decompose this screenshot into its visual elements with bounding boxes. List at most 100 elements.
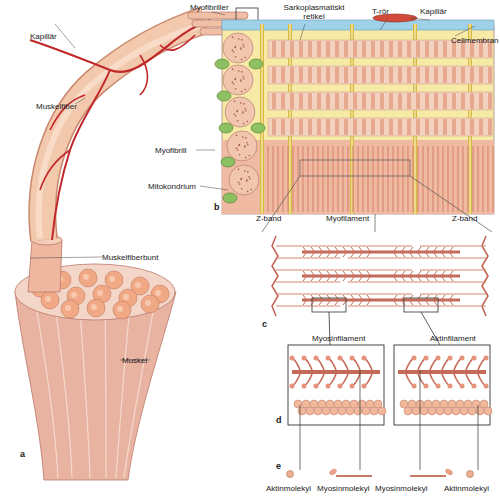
- muscle-body: [15, 264, 176, 480]
- myofibril-cross-sections: [242, 76, 244, 78]
- sarcomere-filaments: [434, 271, 437, 281]
- panel-letter: d: [276, 416, 282, 425]
- myofibril-pattern: [407, 93, 411, 109]
- sarcomere-filaments: [450, 271, 453, 281]
- myofibril-pattern: [317, 146, 318, 212]
- myofibril-pattern: [327, 146, 328, 212]
- part-label: Kapillär: [420, 7, 447, 16]
- part-label: Sarkoplasmatiskt retikel: [278, 3, 350, 21]
- sarcomere-filaments: [319, 295, 322, 305]
- part-label: Cellmembran: [451, 36, 499, 45]
- filament-detail: [290, 356, 295, 361]
- filament-detail: [364, 358, 372, 386]
- myofibril-cross-sections: [236, 135, 238, 137]
- sarcomere-filaments: [302, 275, 460, 278]
- filament-detail: [352, 358, 360, 386]
- panel-letter: c: [262, 320, 267, 329]
- sarcomere-filaments: [276, 294, 486, 306]
- myofibril-cross-sections: [223, 65, 253, 95]
- filament-detail: [338, 407, 346, 415]
- myofibril-pattern: [482, 146, 483, 212]
- filament-detail: [362, 384, 367, 389]
- filament-detail: [314, 384, 319, 389]
- part-label: Z-band: [256, 214, 281, 223]
- part-label: Myofibrill: [155, 146, 187, 155]
- filament-detail: [484, 407, 492, 415]
- myofibril-pattern: [457, 146, 458, 212]
- sarcomere-filaments: [327, 271, 330, 281]
- sarcomere-filaments: [351, 271, 354, 281]
- myofibril-pattern: [281, 119, 285, 135]
- filament-detail: [448, 356, 453, 361]
- myofibril-pattern: [416, 67, 420, 83]
- myofibril-pattern: [492, 146, 493, 212]
- myofibril-pattern: [287, 146, 288, 212]
- myofibril-pattern: [272, 93, 276, 109]
- myofibril-pattern: [353, 41, 357, 57]
- myofibril-cross-sections: [245, 89, 247, 91]
- myofibril-pattern: [389, 119, 393, 135]
- myofibril-pattern: [326, 93, 330, 109]
- filament-detail: [338, 384, 343, 389]
- myofibril-pattern: [371, 41, 375, 57]
- filament-detail: [354, 407, 362, 415]
- filament-detail: [366, 400, 374, 408]
- sarcomere-filaments: [351, 247, 354, 257]
- myofibril-pattern: [371, 67, 375, 83]
- sarcomere-filaments: [394, 247, 397, 257]
- myofibril-pattern: [380, 41, 384, 57]
- myofibril-pattern: [362, 119, 366, 135]
- myofibril-pattern: [462, 146, 463, 212]
- myofibril-pattern: [317, 67, 321, 83]
- myofibril-pattern: [470, 119, 474, 135]
- sarcomere-filaments: [303, 271, 306, 281]
- myofibril-pattern: [268, 92, 492, 110]
- myofibril-pattern: [362, 41, 366, 57]
- filament-detail: [412, 384, 417, 389]
- sarcomere-filaments: [351, 295, 354, 305]
- myofibril-pattern: [377, 146, 378, 212]
- sarcomere-filaments: [276, 270, 486, 282]
- filament-detail: [484, 384, 489, 389]
- sarcomere-filaments: [276, 246, 486, 258]
- myofibril-cross-sections: [234, 101, 236, 103]
- myofibril-pattern: [335, 41, 339, 57]
- myofibril-pattern: [452, 93, 456, 109]
- myofibril-pattern: [389, 93, 393, 109]
- myofibril-cross-sections: [244, 170, 246, 172]
- filament-detail: [448, 384, 453, 389]
- myofibril-cross-sections: [232, 49, 234, 51]
- fiber-bundle-sections: [61, 300, 79, 318]
- myofibril-cross-sections: [241, 91, 243, 93]
- myofibril-cross-sections: [247, 171, 249, 173]
- myofibril-pattern: [452, 119, 456, 135]
- filament-detail: [412, 407, 420, 415]
- myofibril-pattern: [344, 119, 348, 135]
- filament-detail: [350, 384, 355, 389]
- myofibril-cross-sections: [221, 157, 235, 167]
- myofibril-pattern: [272, 119, 276, 135]
- myofibril-pattern: [299, 67, 303, 83]
- sarcomere-filaments: [302, 299, 460, 302]
- sarcomere-filaments: [434, 295, 437, 305]
- myofibril-pattern: [452, 146, 453, 212]
- myofibril-pattern: [317, 119, 321, 135]
- myofibril-cross-sections: [234, 79, 236, 81]
- detail-boxes: [394, 345, 490, 425]
- capillary: [40, 35, 195, 190]
- part-label: Myosinmolekyl: [317, 484, 369, 493]
- myofibril-pattern: [367, 146, 368, 212]
- myofibril-cross-sections: [243, 123, 245, 125]
- filament-detail: [302, 400, 310, 408]
- part-label: Myofilament: [326, 214, 369, 223]
- filament-detail: [476, 407, 484, 415]
- myofibril-cross-sections: [232, 37, 234, 39]
- myofibril-cross-sections: [247, 191, 249, 193]
- filament-detail: [330, 407, 338, 415]
- myofibril-pattern: [434, 67, 438, 83]
- myofibril-pattern: [290, 119, 294, 135]
- sarcomere-filaments: [311, 247, 314, 257]
- filament-detail: [290, 384, 295, 389]
- sarcomere-filaments: [482, 236, 488, 316]
- myofibril-cross-sections: [223, 193, 237, 203]
